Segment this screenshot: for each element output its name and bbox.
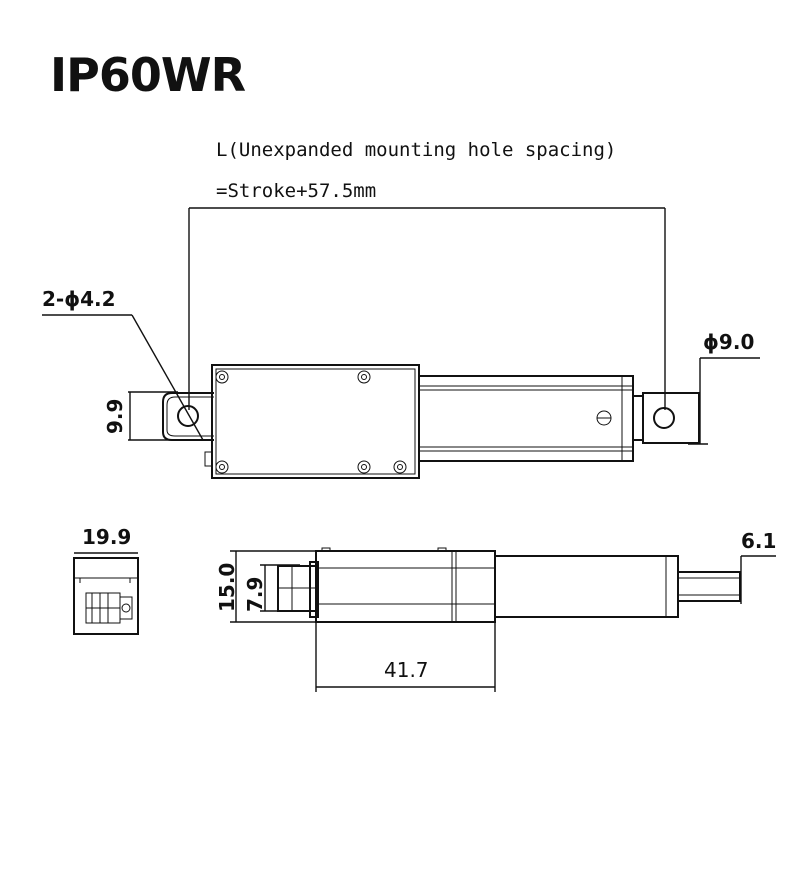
hole-label: 2-ϕ4.2 (42, 287, 116, 311)
rod-end-hole (653, 407, 675, 429)
side-view-body (277, 547, 741, 623)
length-dimension-lines (188, 207, 666, 410)
inner-height-label: 7.9 (243, 577, 267, 612)
body-length-label: 41.7 (384, 658, 429, 682)
rod-end-label: ϕ9.0 (703, 330, 754, 354)
length-formula: =Stroke+57.5mm (216, 180, 376, 202)
height-side-label: 15.0 (215, 563, 239, 612)
height-top-dimension (128, 391, 178, 441)
end-view (73, 552, 139, 635)
rod-diameter-dimension (740, 555, 776, 604)
hole-leader (42, 314, 204, 441)
rod-diameter-label: 6.1 (741, 529, 776, 553)
length-label: L(Unexpanded mounting hole spacing) (216, 139, 616, 161)
body-length-dimension (315, 622, 496, 692)
product-title: IP60WR (50, 48, 246, 102)
rod-end-dimension (688, 357, 760, 445)
motor-housing-top (204, 364, 420, 479)
actuator-tube-top (418, 375, 634, 462)
width-end-label: 19.9 (82, 525, 131, 549)
left-mount-hole (177, 405, 199, 427)
left-mount-tab (162, 392, 214, 441)
height-top-label: 9.9 (103, 399, 127, 434)
rod-end-top (632, 392, 700, 444)
